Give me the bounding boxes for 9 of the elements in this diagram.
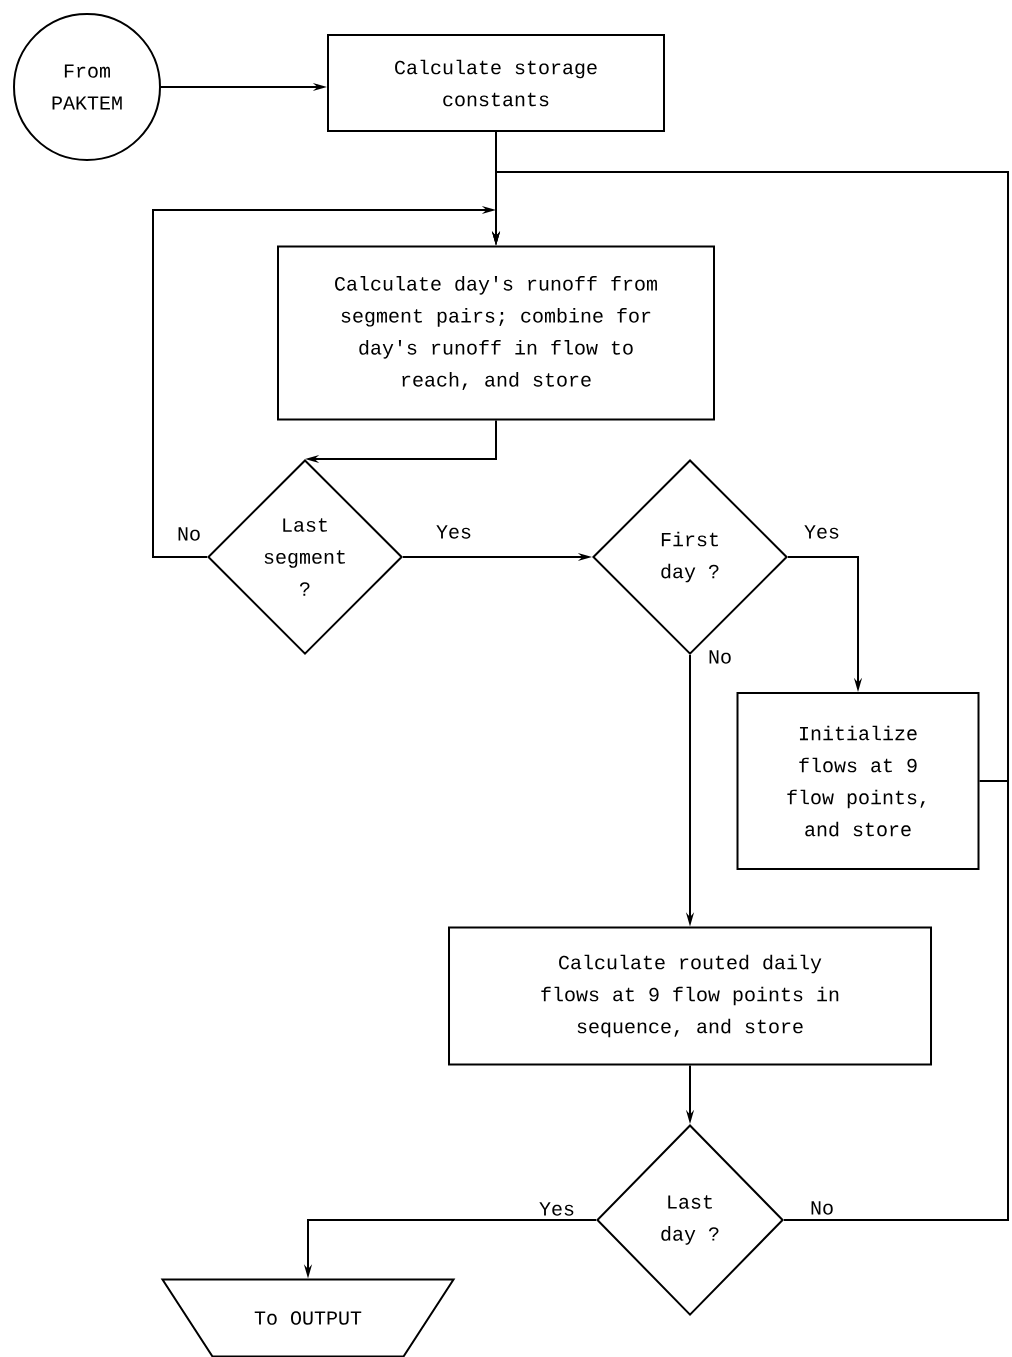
edge-label: No	[809, 1200, 835, 1216]
edge-label: Yes	[803, 524, 841, 540]
edge-label: Yes	[538, 1201, 576, 1217]
edge-label: No	[176, 526, 202, 542]
process-box: Calculate day's runoff from segment pairs; combine for day's runoff in flow to reach, and store	[277, 245, 715, 421]
edge-label: Yes	[435, 524, 473, 540]
process-box: Calculate routed daily flows at 9 flow points in sequence, and store	[448, 926, 932, 1066]
process-box: Calculate storage constants	[327, 34, 665, 132]
process-box: Initialize flows at 9 flow points, and store	[736, 692, 980, 870]
